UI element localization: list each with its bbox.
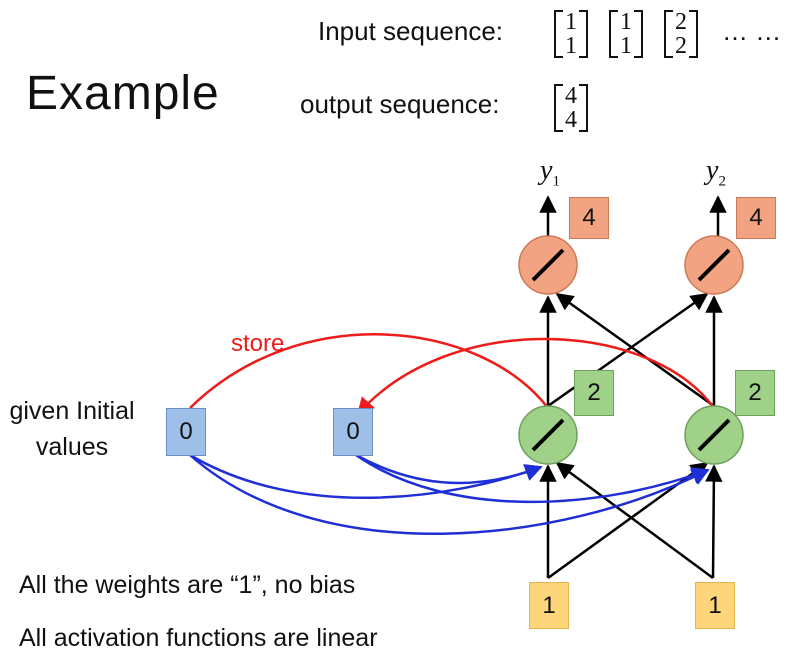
store-arrows xyxy=(189,333,716,416)
input-value-1: 1 xyxy=(529,582,569,629)
output-neuron-1 xyxy=(518,235,578,295)
output-label-y1: y1 xyxy=(540,155,560,190)
input-value-2: 1 xyxy=(695,582,735,629)
activation-note: All activation functions are linear xyxy=(19,624,378,652)
initial-values-label: given Initial values xyxy=(9,397,135,461)
weights-note: All the weights are “1”, no bias xyxy=(19,571,356,599)
output-sequence-label: output sequence: xyxy=(300,89,500,119)
hidden-value-1: 2 xyxy=(574,370,614,416)
hidden-neuron-2 xyxy=(684,405,744,465)
store-label: store xyxy=(231,330,285,357)
ellipsis: … … xyxy=(722,16,782,46)
memory-to-hidden-arrows xyxy=(189,453,710,536)
input-sequence-label: Input sequence: xyxy=(318,16,504,46)
hidden-value-2: 2 xyxy=(735,370,775,416)
page-title: Example xyxy=(26,67,220,120)
output-label-y2: y2 xyxy=(706,155,726,190)
output-value-1: 4 xyxy=(569,197,609,239)
hidden-neuron-1 xyxy=(518,405,578,465)
output-neuron-2 xyxy=(684,235,744,295)
memory-cell-2: 0 xyxy=(333,408,373,456)
output-value-2: 4 xyxy=(736,197,776,239)
output-arrows xyxy=(539,195,727,238)
hidden-to-output-arrows xyxy=(539,292,723,408)
memory-cell-1: 0 xyxy=(166,408,206,456)
